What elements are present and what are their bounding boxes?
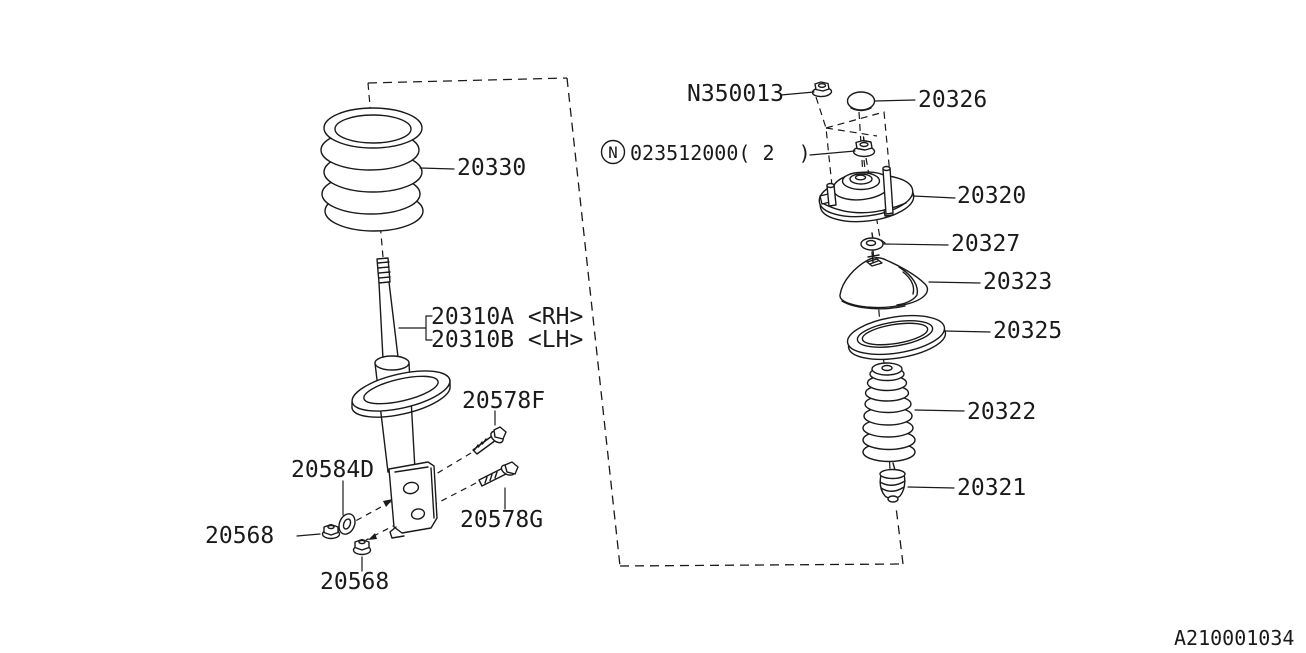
part-label-20584d: 20584D	[291, 457, 374, 483]
drawing-code: A210001034	[1174, 626, 1294, 650]
spring-seat-20325-drawing	[846, 314, 947, 361]
strut-drawing	[351, 257, 451, 539]
part-label-023512000: 023512000( 2 )	[630, 141, 811, 165]
nut-20568-front-drawing	[321, 523, 341, 540]
nut-n350013-drawing	[811, 81, 833, 98]
part-labels: N350013 20326 N 023512000( 2 ) 20320 203…	[205, 81, 1294, 650]
bolt-20578g-drawing	[478, 461, 519, 487]
part-label-20325: 20325	[993, 318, 1062, 344]
part-label-20578g: 20578G	[460, 507, 543, 533]
part-label-20568-bottom: 20568	[320, 569, 389, 595]
part-label-20327: 20327	[951, 231, 1020, 257]
center-lines	[367, 82, 891, 471]
part-label-20330: 20330	[457, 155, 526, 181]
part-label-20310b: 20310B <LH>	[431, 327, 583, 353]
circled-n-letter: N	[608, 143, 618, 162]
part-label-20320: 20320	[957, 183, 1026, 209]
fastener-assembly-lines	[336, 452, 477, 541]
rubber-seat-20323-drawing	[839, 251, 929, 310]
washer-20584d-drawing	[338, 513, 356, 535]
circled-n-symbol	[600, 139, 626, 165]
part-label-20568-front: 20568	[205, 523, 274, 549]
part-label-20322: 20322	[967, 399, 1036, 425]
assembly-boundary	[367, 77, 904, 567]
coil-spring-drawing	[320, 107, 424, 232]
nut-20568-bottom-drawing	[352, 538, 372, 556]
washer-20327-drawing	[860, 232, 886, 251]
part-label-n350013: N350013	[687, 81, 784, 107]
helper-rubber-20321-drawing	[879, 468, 906, 503]
bolt-20578f-drawing	[472, 426, 507, 455]
part-label-20310a: 20310A <RH>	[431, 304, 583, 330]
part-label-20321: 20321	[957, 475, 1026, 501]
part-label-20326: 20326	[918, 87, 987, 113]
self-lock-nut-drawing	[852, 136, 876, 158]
cap-20326-drawing	[846, 91, 876, 112]
dust-cover-20322-drawing	[862, 362, 916, 471]
strut-mount-drawing	[818, 165, 915, 223]
part-label-20578f: 20578F	[462, 388, 545, 414]
leader-lines	[296, 91, 991, 572]
part-label-20323: 20323	[983, 269, 1052, 295]
